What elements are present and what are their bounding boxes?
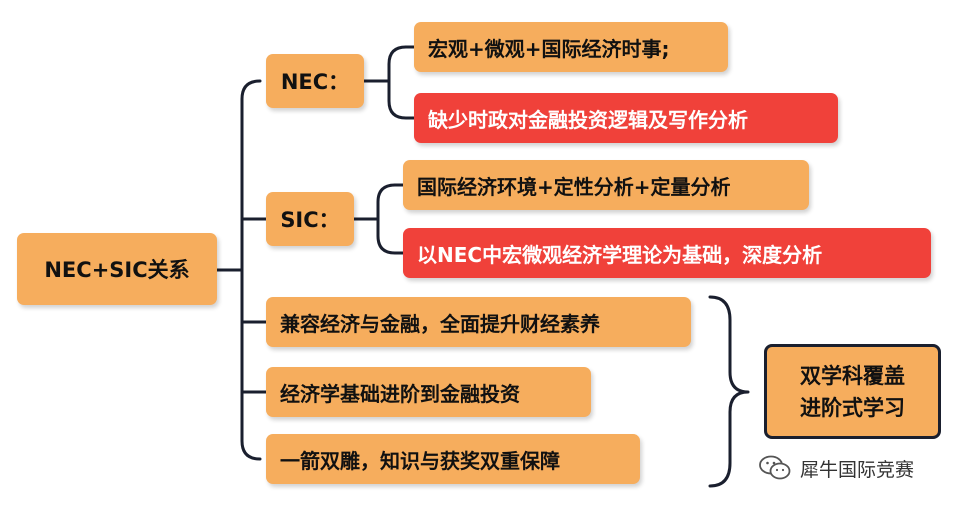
sic-bracket <box>376 183 405 255</box>
watermark-text: 犀牛国际竞赛 <box>800 458 915 481</box>
nec-label: NEC： <box>280 70 350 94</box>
sic-node: SIC： <box>266 192 354 246</box>
root-node: NEC+SIC关系 <box>17 233 217 305</box>
nec-item-macro: 宏观+微观+国际经济时事; <box>414 22 728 72</box>
benefit-item: 经济学基础进阶到金融投资 <box>266 367 591 417</box>
sic-item-analysis: 国际经济环境+定性分析+定量分析 <box>403 160 809 210</box>
nec-item-label: 宏观+微观+国际经济时事; <box>428 36 670 61</box>
summary-line-1: 双学科覆盖 <box>800 363 905 388</box>
wechat-icon <box>759 455 791 480</box>
benefit-label: 经济学基础进阶到金融投资 <box>280 381 520 406</box>
summary-line-2: 进阶式学习 <box>800 395 905 420</box>
main-trunk <box>240 79 262 461</box>
sic-label: SIC： <box>280 208 340 232</box>
sic-item-label: 国际经济环境+定性分析+定量分析 <box>417 174 731 199</box>
sic-item-foundation: 以NEC中宏微观经济学理论为基础，深度分析 <box>403 228 931 278</box>
benefit-label: 兼容经济与金融，全面提升财经素养 <box>280 311 600 336</box>
root-label: NEC+SIC关系 <box>44 258 190 282</box>
watermark: 犀牛国际竞赛 <box>758 454 914 482</box>
nec-bracket <box>387 45 416 120</box>
benefit-label: 一箭双雕，知识与获奖双重保障 <box>280 448 560 473</box>
nec-node: NEC： <box>266 54 364 108</box>
nec-item-label: 缺少时政对金融投资逻辑及写作分析 <box>428 107 748 132</box>
nec-item-gap: 缺少时政对金融投资逻辑及写作分析 <box>414 93 838 143</box>
curly-brace <box>708 295 750 488</box>
sic-item-label: 以NEC中宏微观经济学理论为基础，深度分析 <box>417 242 823 267</box>
summary-box: 双学科覆盖 进阶式学习 <box>764 344 941 439</box>
benefit-item: 兼容经济与金融，全面提升财经素养 <box>266 297 691 347</box>
benefit-item: 一箭双雕，知识与获奖双重保障 <box>266 434 640 484</box>
